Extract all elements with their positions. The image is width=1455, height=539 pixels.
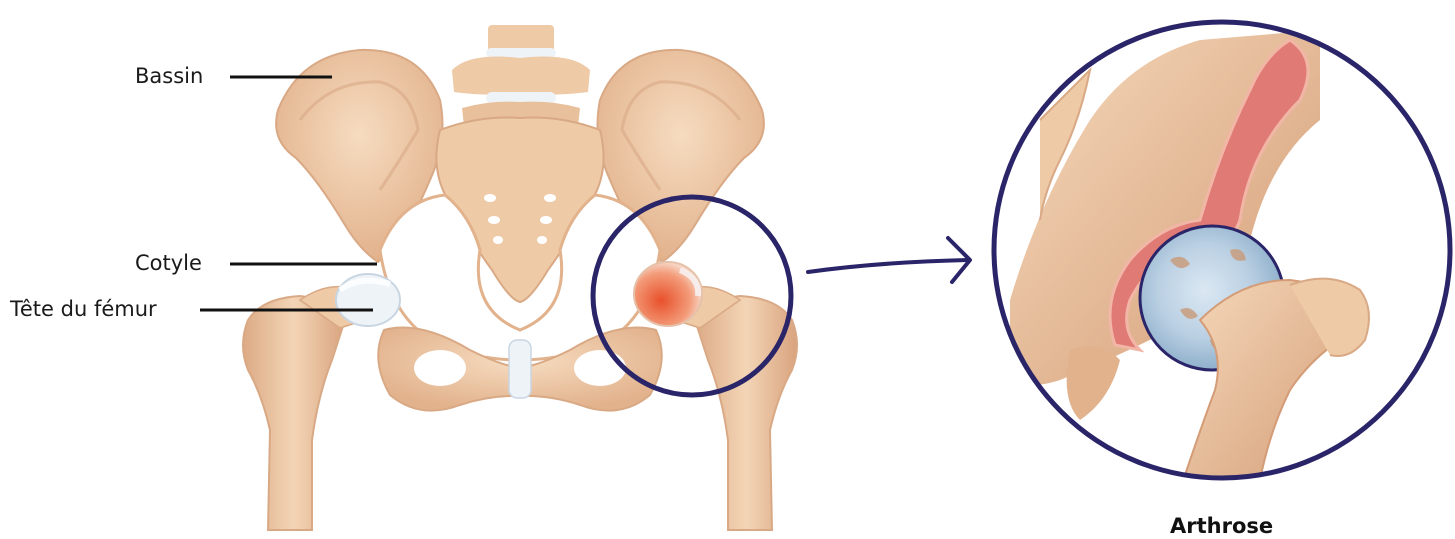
spine	[452, 25, 590, 130]
pubic-symphysis	[509, 340, 531, 398]
pelvis-label: Bassin	[135, 64, 203, 88]
socket-label: Cotyle	[135, 251, 202, 275]
left-femur	[243, 274, 400, 530]
arthritis-caption: Arthrose	[1170, 514, 1273, 538]
pelvis-skeleton	[243, 25, 797, 530]
zoom-arrow	[808, 238, 970, 282]
right-femur	[634, 262, 797, 530]
inflamed-femoral-head	[634, 262, 702, 326]
femoral-head-label: Tête du fémur	[10, 297, 157, 321]
